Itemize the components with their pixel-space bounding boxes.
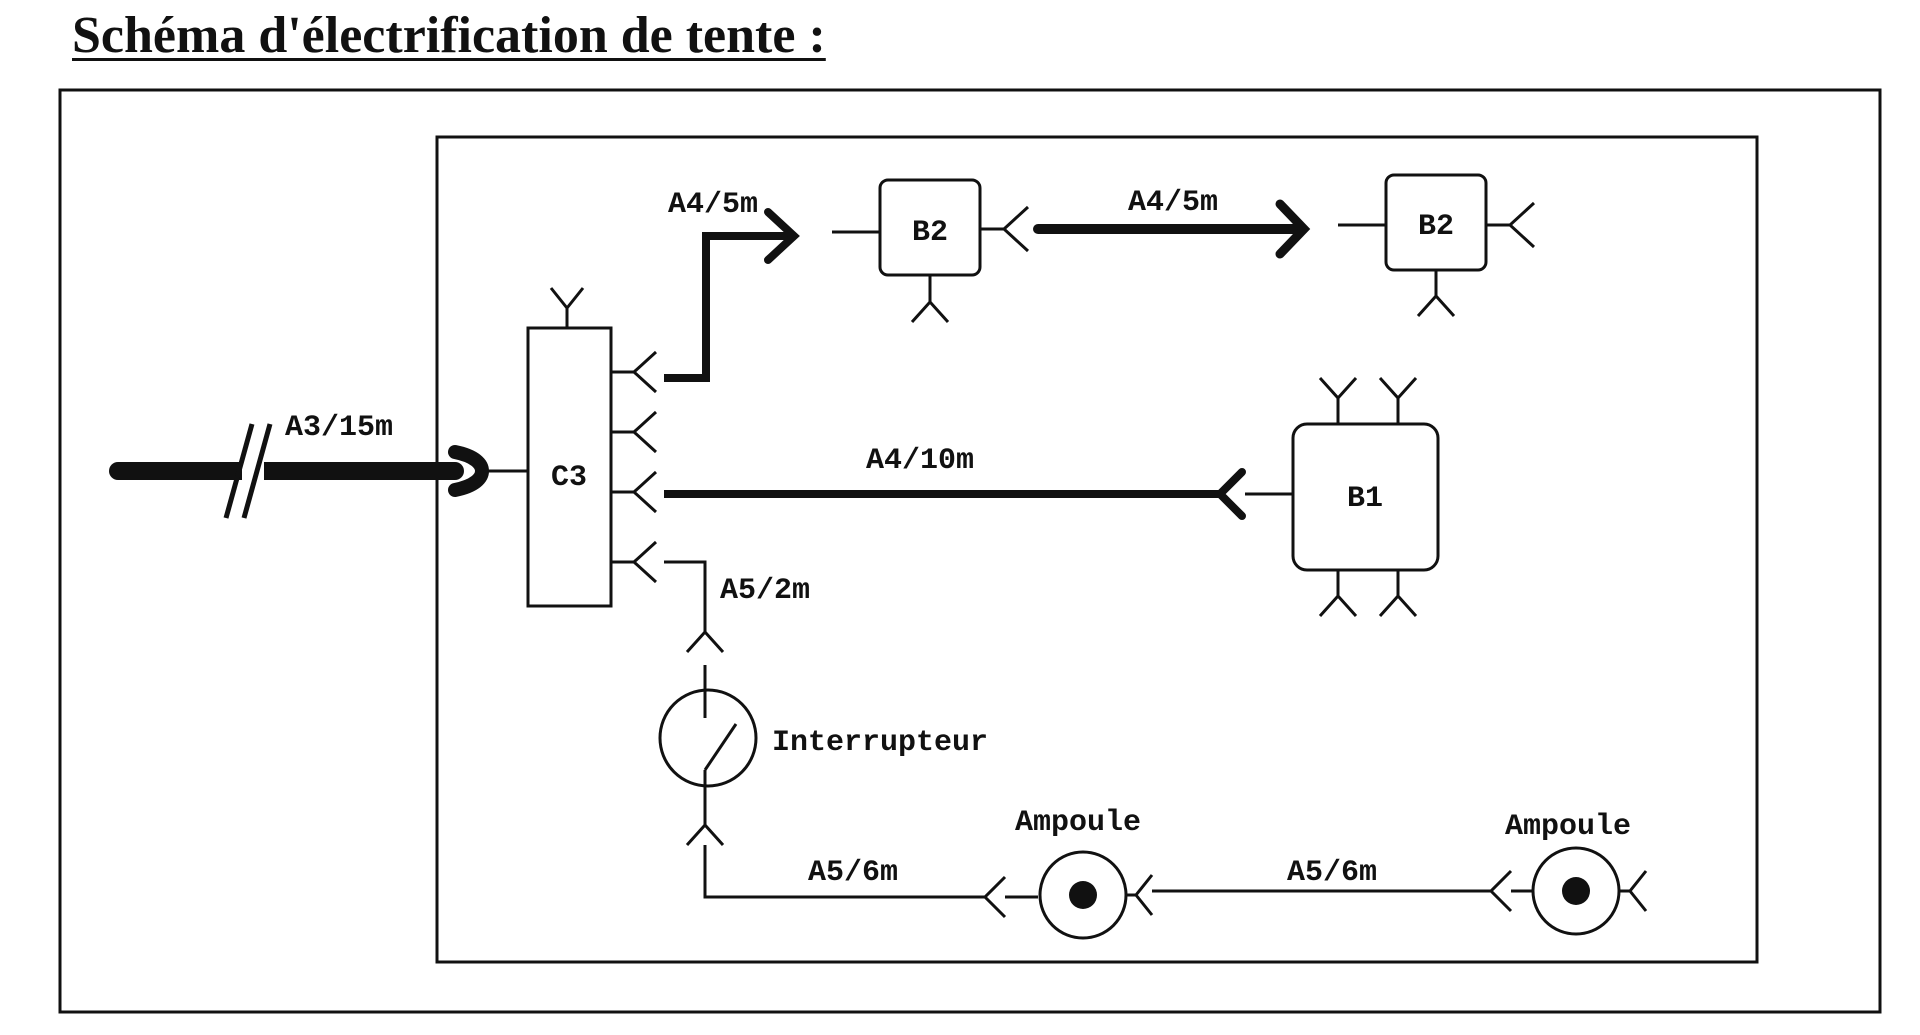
label-a3-15m: A3/15m xyxy=(285,411,393,445)
c3-output-socket xyxy=(611,410,658,454)
c3-output-socket xyxy=(611,470,658,514)
label-a4-10m: A4/10m xyxy=(866,444,974,478)
label-a4-5m-right: A4/5m xyxy=(1128,186,1218,220)
label-b2-left: B2 xyxy=(912,216,948,250)
label-ampoule-left: Ampoule xyxy=(1015,806,1141,840)
b1-box xyxy=(1291,376,1440,618)
label-a5-6m-left: A5/6m xyxy=(808,856,898,890)
cable-a3-feed xyxy=(109,423,528,519)
outer-frame xyxy=(58,88,1882,1014)
label-ampoule-right: Ampoule xyxy=(1505,810,1631,844)
c3-output-socket xyxy=(611,540,658,584)
label-interrupteur: Interrupteur xyxy=(772,726,988,760)
b2-box-right xyxy=(1384,173,1536,318)
label-b2-right: B2 xyxy=(1418,210,1454,244)
c3-box xyxy=(526,287,613,608)
cable-a4-5m-right xyxy=(1033,199,1386,259)
label-a5-6m-right: A5/6m xyxy=(1287,856,1377,890)
c3-output-socket xyxy=(611,350,658,394)
cable-a4-5m-left xyxy=(664,208,880,382)
label-a5-2m: A5/2m xyxy=(720,574,810,608)
diagram-title: Schéma d'électrification de tente : xyxy=(72,7,826,64)
label-a4-5m-left: A4/5m xyxy=(668,188,758,222)
lamp-right xyxy=(1531,846,1648,936)
cable-a5-6m-right xyxy=(1152,869,1533,913)
cable-a5-2m xyxy=(664,560,725,690)
cable-a4-10m xyxy=(664,468,1293,520)
label-b1: B1 xyxy=(1347,482,1383,516)
tent-frame xyxy=(435,135,1759,964)
label-c3: C3 xyxy=(551,461,587,495)
switch-symbol xyxy=(658,688,758,825)
lamp-left xyxy=(1038,850,1154,940)
b2-box-left xyxy=(878,178,1030,324)
cable-a5-6m-left xyxy=(685,822,1038,919)
